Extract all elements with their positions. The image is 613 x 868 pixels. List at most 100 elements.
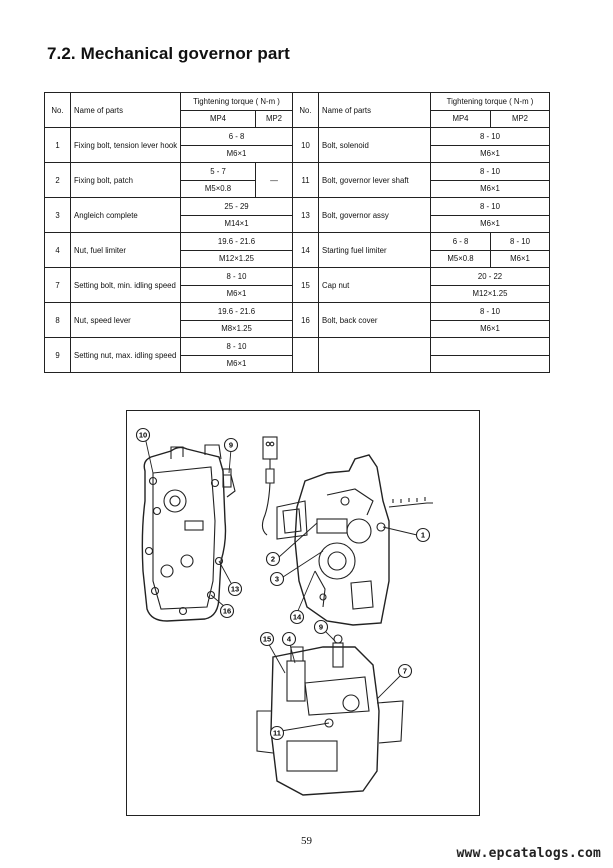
callout-label: 9	[319, 623, 323, 632]
torque-value: 8 - 10	[430, 127, 550, 146]
table-row: 7 Setting bolt, min. idling speed 8 - 10…	[44, 267, 550, 303]
callout-label: 7	[403, 667, 407, 676]
torque-value-mp4: 6 - 8	[430, 232, 491, 251]
callout-15: 15	[259, 631, 275, 647]
thread-size: M8×1.25	[180, 319, 293, 338]
torque-value-mp2: —	[255, 162, 293, 198]
callout-10: 10	[135, 427, 151, 443]
callout-label: 9	[229, 441, 233, 450]
torque-value: 8 - 10	[430, 302, 550, 321]
callout-1: 1	[415, 527, 431, 543]
callout-11: 11	[269, 725, 285, 741]
part-name: Nut, speed lever	[70, 302, 181, 338]
header-mp2-right: MP2	[490, 109, 550, 128]
thread-size: M14×1	[180, 214, 293, 233]
header-mp2: MP2	[255, 109, 293, 128]
table-row: M8×1.25 M6×1	[45, 319, 550, 338]
thread-size: M6×1	[430, 319, 550, 338]
table-row: 9 Setting nut, max. idling speed 8 - 10	[44, 337, 550, 373]
part-name: Bolt, governor lever shaft	[318, 162, 431, 198]
part-name: Bolt, solenoid	[318, 127, 431, 163]
watermark: www.epcatalogs.com	[456, 846, 601, 861]
thread-size: M12×1.25	[180, 249, 293, 268]
part-no: 3	[44, 197, 71, 233]
callout-14: 14	[289, 609, 305, 625]
thread-size: M6×1	[180, 284, 293, 303]
callout-9-top: 9	[223, 437, 239, 453]
callout-4: 4	[281, 631, 297, 647]
table-subheader-row: MP4 MP2 MP4 MP2	[45, 109, 550, 128]
callout-label: 2	[271, 555, 275, 564]
part-no: 8	[44, 302, 71, 338]
solenoid-connector	[261, 436, 278, 536]
part-name: Fixing bolt, patch	[70, 162, 181, 198]
thread-size: M12×1.25	[430, 284, 550, 303]
governor-drawing: 10 9 1 2 3 13	[135, 427, 433, 796]
part-no: 4	[44, 232, 71, 268]
callout-label: 16	[223, 607, 231, 616]
torque-value: 19.6 - 21.6	[180, 232, 293, 251]
header-no: No.	[44, 92, 71, 128]
section-title: 7.2. Mechanical governor part	[47, 44, 290, 63]
page-number: 59	[301, 835, 312, 847]
part-no: 13	[292, 197, 319, 233]
part-no: 16	[292, 302, 319, 338]
part-no: 9	[44, 337, 71, 373]
empty-cell	[430, 354, 550, 373]
thread-size-mp2: M6×1	[490, 249, 550, 268]
callout-13: 13	[227, 581, 243, 597]
thread-size: M6×1	[430, 214, 550, 233]
callout-label: 1	[421, 531, 425, 540]
callout-label: 11	[273, 729, 281, 738]
thread-size: M6×1	[180, 144, 293, 163]
table-header-row: No. Name of parts Tightening torque ( N-…	[44, 92, 550, 128]
header-mp4: MP4	[180, 109, 256, 128]
part-name: Setting bolt, min. idling speed	[70, 267, 181, 303]
empty-cell	[430, 337, 550, 356]
callout-label: 14	[293, 613, 302, 622]
callout-markers: 10 9 1 2 3 13	[135, 427, 431, 741]
header-torque-right: Tightening torque ( N-m )	[430, 92, 550, 111]
empty-cell	[292, 337, 319, 373]
part-name: Nut, fuel limiter	[70, 232, 181, 268]
callout-7: 7	[397, 663, 413, 679]
part-name: Starting fuel limiter	[318, 232, 431, 268]
back-cover-view	[141, 444, 236, 622]
leader-lines	[144, 436, 418, 732]
torque-value: 20 - 22	[430, 267, 550, 286]
empty-cell	[318, 337, 431, 373]
table-row: M14×1 M6×1	[45, 214, 550, 233]
header-name-right: Name of parts	[318, 92, 431, 128]
torque-value: 8 - 10	[430, 162, 550, 181]
part-no: 2	[44, 162, 71, 198]
torque-value: 5 - 7	[180, 162, 256, 181]
part-no: 14	[292, 232, 319, 268]
callout-label: 15	[263, 635, 271, 644]
callout-9-bottom: 9	[313, 619, 329, 635]
table-row: 2 Fixing bolt, patch 5 - 7 — 11 Bolt, go…	[44, 162, 550, 198]
header-name: Name of parts	[70, 92, 181, 128]
thread-size: M6×1	[430, 179, 550, 198]
part-no: 7	[44, 267, 71, 303]
part-name: Bolt, back cover	[318, 302, 431, 338]
table-row: 4 Nut, fuel limiter 19.6 - 21.6 14 Start…	[44, 232, 550, 268]
part-name: Fixing bolt, tension lever hook	[70, 127, 181, 163]
torque-value: 8 - 10	[180, 337, 293, 356]
table-row: 1 Fixing bolt, tension lever hook 6 - 8 …	[44, 127, 550, 163]
torque-value: 6 - 8	[180, 127, 293, 146]
thread-size: M5×0.8	[180, 179, 256, 198]
callout-3: 3	[269, 571, 285, 587]
torque-value: 19.6 - 21.6	[180, 302, 293, 321]
part-name: Cap nut	[318, 267, 431, 303]
table-row: 8 Nut, speed lever 19.6 - 21.6 16 Bolt, …	[44, 302, 550, 338]
tightening-torque-table: No. Name of parts Tightening torque ( N-…	[44, 92, 550, 373]
governor-diagram: 10 9 1 2 3 13	[126, 410, 480, 816]
callout-label: 4	[287, 635, 292, 644]
part-name: Angleich complete	[70, 197, 181, 233]
callout-2: 2	[265, 551, 281, 567]
part-no: 1	[44, 127, 71, 163]
callout-label: 13	[231, 585, 239, 594]
torque-value: 8 - 10	[430, 197, 550, 216]
callout-label: 10	[139, 431, 147, 440]
thread-size: M6×1	[430, 144, 550, 163]
